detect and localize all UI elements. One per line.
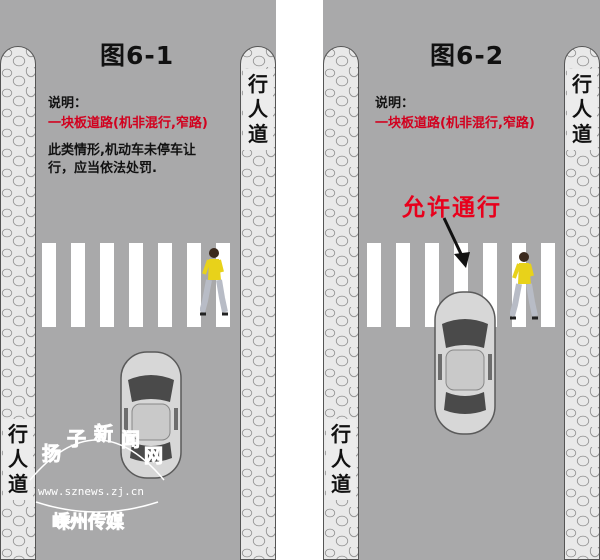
crosswalk-stripe xyxy=(541,243,555,327)
road-type-text: 一块板道路(机非混行,窄路) xyxy=(375,116,535,131)
crosswalk xyxy=(42,243,230,327)
crosswalk-stripe xyxy=(100,243,114,327)
explanation-text: 此类情形,机动车未停车让行，应当依法处罚. xyxy=(48,143,196,176)
left-sidewalk: 行 人 道 xyxy=(323,46,359,560)
sidewalk-label-left: 行 人 道 xyxy=(326,419,356,500)
road-type-text: 一块板道路(机非混行,窄路) xyxy=(48,116,208,131)
sidewalk-label-right: 行 人 道 xyxy=(567,69,597,150)
pedestrian-woman xyxy=(199,246,230,322)
note-label: 说明： xyxy=(375,96,415,111)
figure-title: 图6-2 xyxy=(430,41,505,70)
crosswalk-stripe xyxy=(187,243,201,327)
figure-6-2-panel: 行 人 道 行 人 道 图6-2 说明： 一块板道路(机非混行,窄路) xyxy=(323,0,600,560)
figure-title: 图6-1 xyxy=(100,41,175,70)
right-sidewalk: 行 人 道 xyxy=(240,46,276,560)
note-label: 说明： xyxy=(48,96,88,111)
pedestrian-woman xyxy=(509,250,540,326)
pointer-arrow-icon xyxy=(440,216,474,274)
crosswalk-stripe xyxy=(42,243,56,327)
allow-passage-label: 允许通行 xyxy=(402,195,502,221)
crosswalk-stripe xyxy=(71,243,85,327)
right-sidewalk: 行 人 道 xyxy=(564,46,600,560)
crosswalk-stripe xyxy=(129,243,143,327)
figure-6-1-panel: 行 人 道 行 人 道 图6-1 说明： 一块板道路(机非混行,窄路) 此类情形… xyxy=(0,0,276,560)
crosswalk-stripe xyxy=(396,243,410,327)
sidewalk-label-left: 行 人 道 xyxy=(3,419,33,500)
left-sidewalk: 行 人 道 xyxy=(0,46,36,560)
sidewalk-label-right: 行 人 道 xyxy=(243,69,273,150)
crosswalk-stripe xyxy=(425,243,439,327)
crosswalk-stripe xyxy=(158,243,172,327)
car-top-view xyxy=(432,290,498,436)
car-top-view xyxy=(118,350,184,480)
crosswalk-stripe xyxy=(367,243,381,327)
